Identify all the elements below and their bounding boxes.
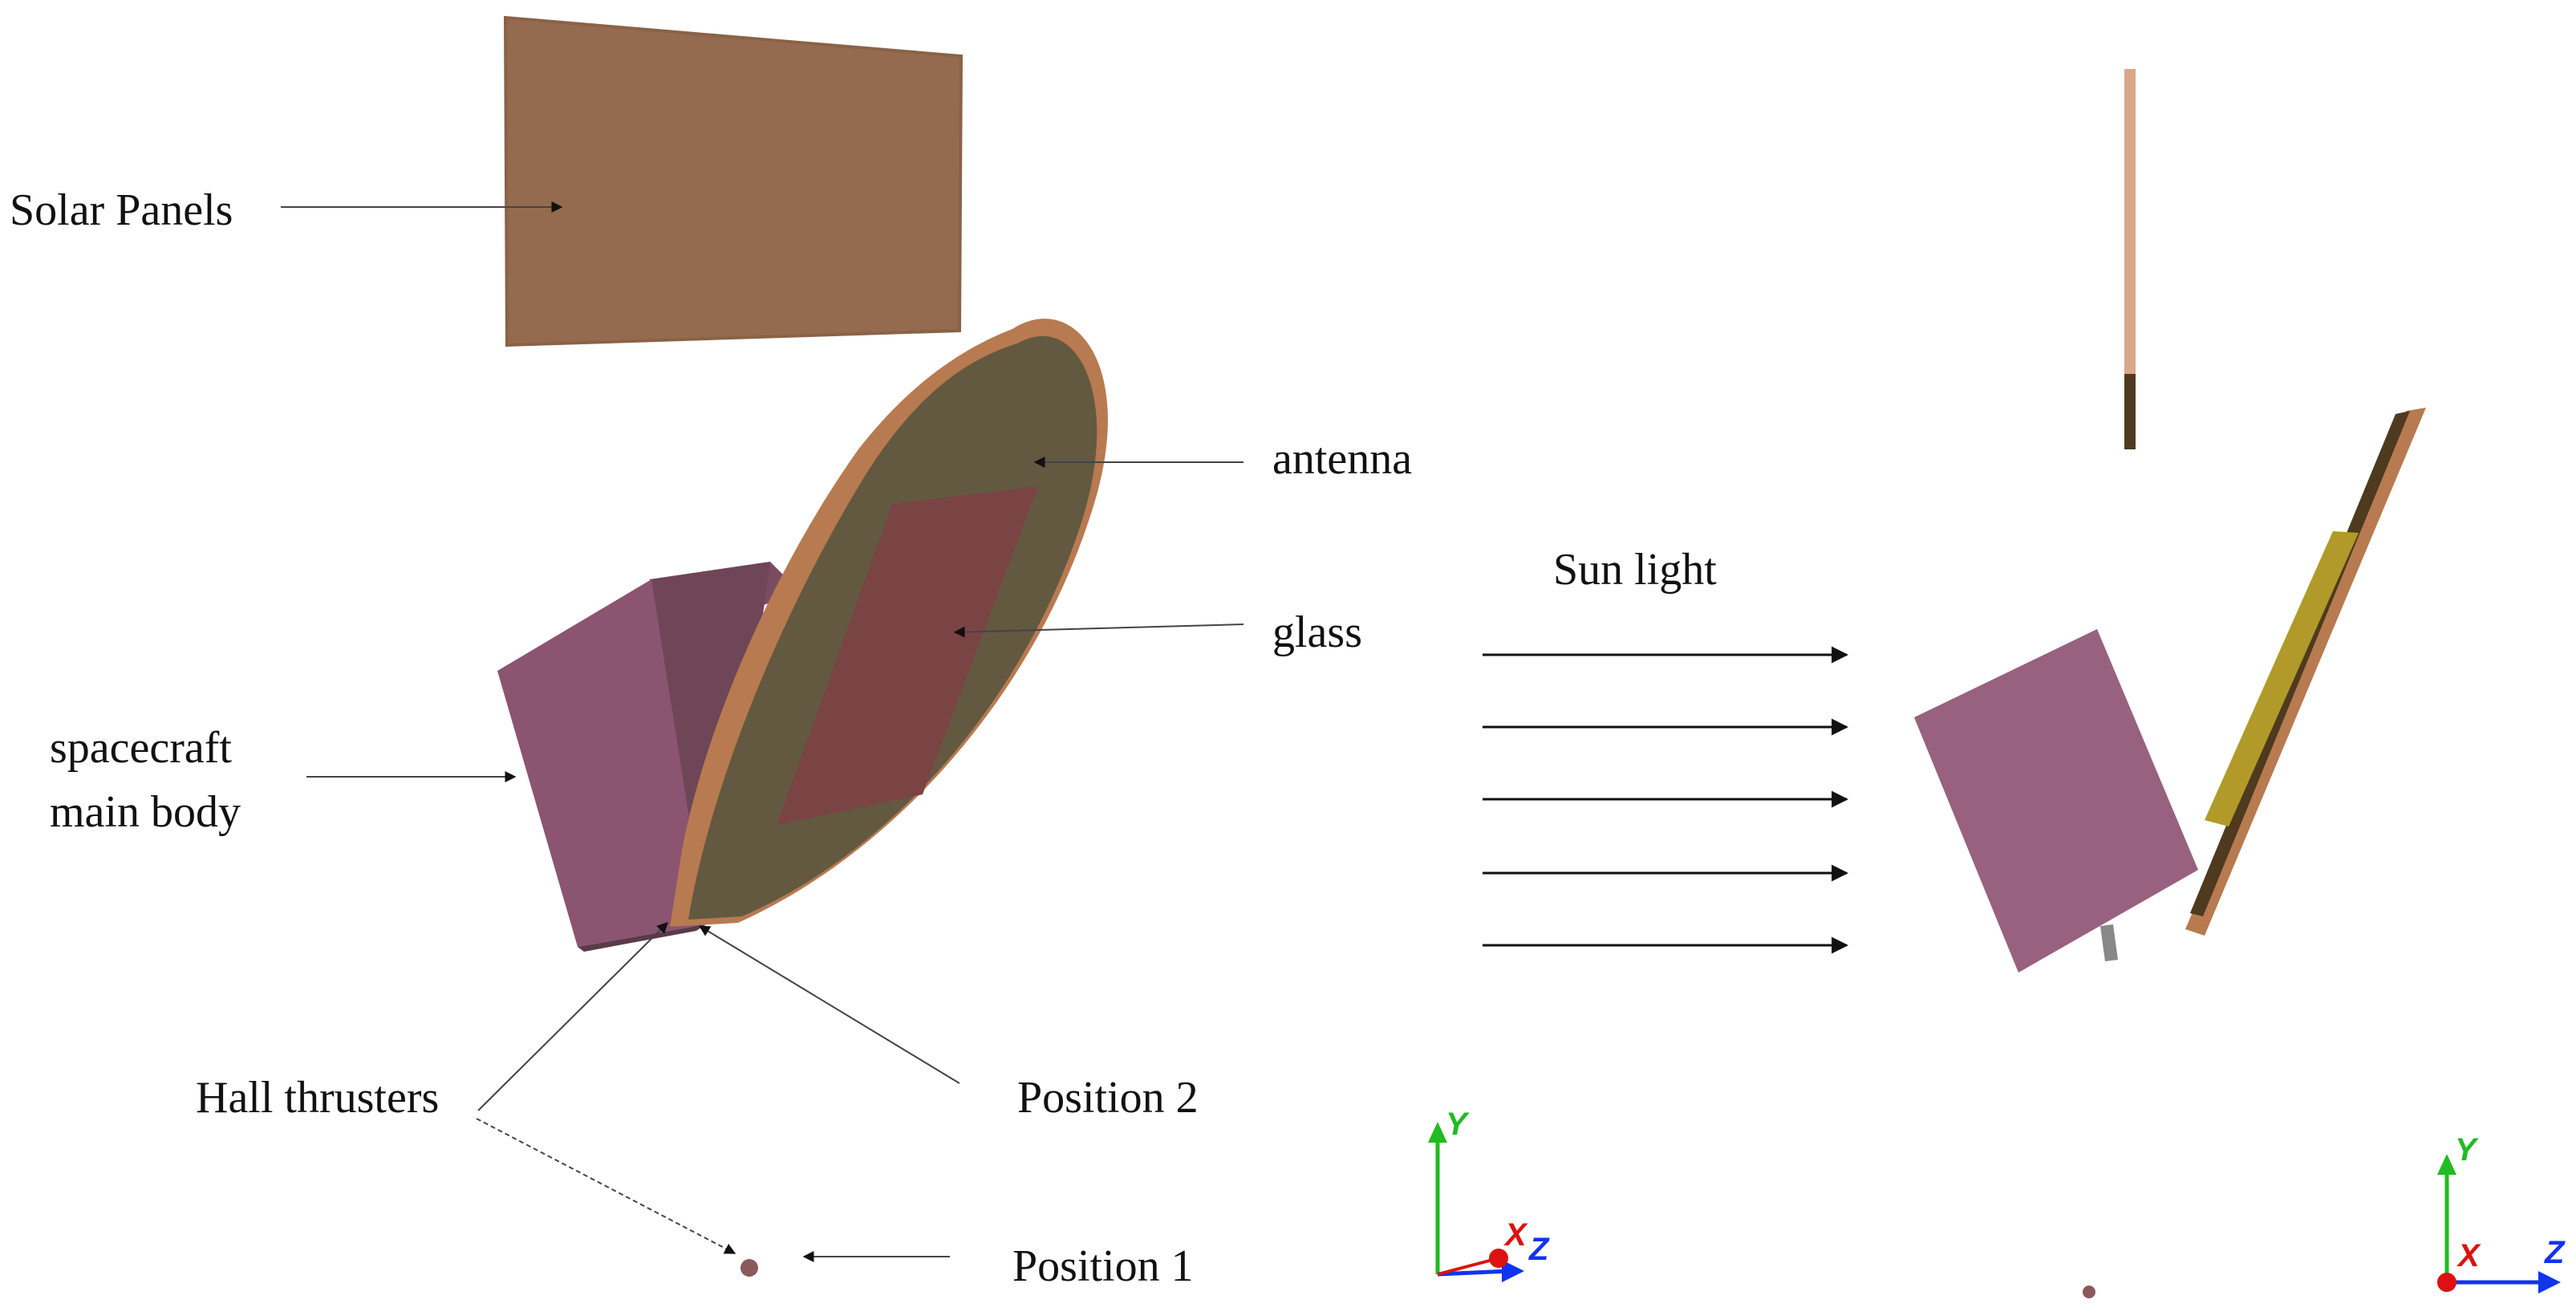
arrow-glass	[953, 623, 1244, 638]
axis-left-x-label: X	[1503, 1217, 1528, 1253]
spacecraft-main-body	[497, 562, 802, 952]
axis-right-z-label: Z	[2544, 1235, 2566, 1270]
label-antenna: antenna	[1272, 434, 1412, 484]
hall-thruster-position-1	[740, 1259, 758, 1277]
right-view: Sun light Y X Z	[1483, 69, 2566, 1298]
axis-left-y-label: Y	[1446, 1107, 1470, 1142]
glass-panel	[777, 486, 1038, 825]
label-position-1: Position 1	[1012, 1241, 1194, 1291]
solar-panel-edge-base	[2124, 374, 2136, 449]
label-hall-thrusters: Hall thrusters	[196, 1073, 439, 1123]
arrow-thruster-a	[477, 922, 668, 1111]
solar-panel	[503, 15, 963, 347]
axis-left-z-label: Z	[1528, 1232, 1550, 1267]
label-position-2: Position 2	[1017, 1073, 1199, 1123]
label-glass: glass	[1272, 607, 1362, 657]
label-solar-panels: Solar Panels	[10, 185, 233, 235]
label-sun-light: Sun light	[1553, 545, 1717, 595]
solar-panel-edge	[2124, 69, 2136, 374]
label-main-body-line1: spacecraft	[50, 723, 232, 773]
arrow-position-2	[698, 925, 960, 1084]
hall-thruster-position-1-side	[2083, 1286, 2095, 1298]
hall-thruster-position-2	[2100, 924, 2118, 961]
axis-triad-right: Y X Z	[2437, 1132, 2566, 1294]
antenna-edge	[2185, 408, 2426, 936]
spacecraft-main-body-side	[1914, 629, 2198, 973]
axis-right-x-label: X	[2456, 1238, 2481, 1273]
left-view: Solar Panels antenna glass spacecraft ma…	[10, 15, 1550, 1291]
axis-right-y-label: Y	[2455, 1132, 2479, 1168]
axis-triad-left: Y X Z	[1428, 1107, 1550, 1282]
antenna-dish	[670, 319, 1108, 927]
label-main-body-line2: main body	[50, 787, 241, 837]
sun-light-rays	[1483, 646, 1849, 954]
glass-edge	[2205, 531, 2359, 827]
arrow-thruster-b	[476, 1118, 736, 1254]
